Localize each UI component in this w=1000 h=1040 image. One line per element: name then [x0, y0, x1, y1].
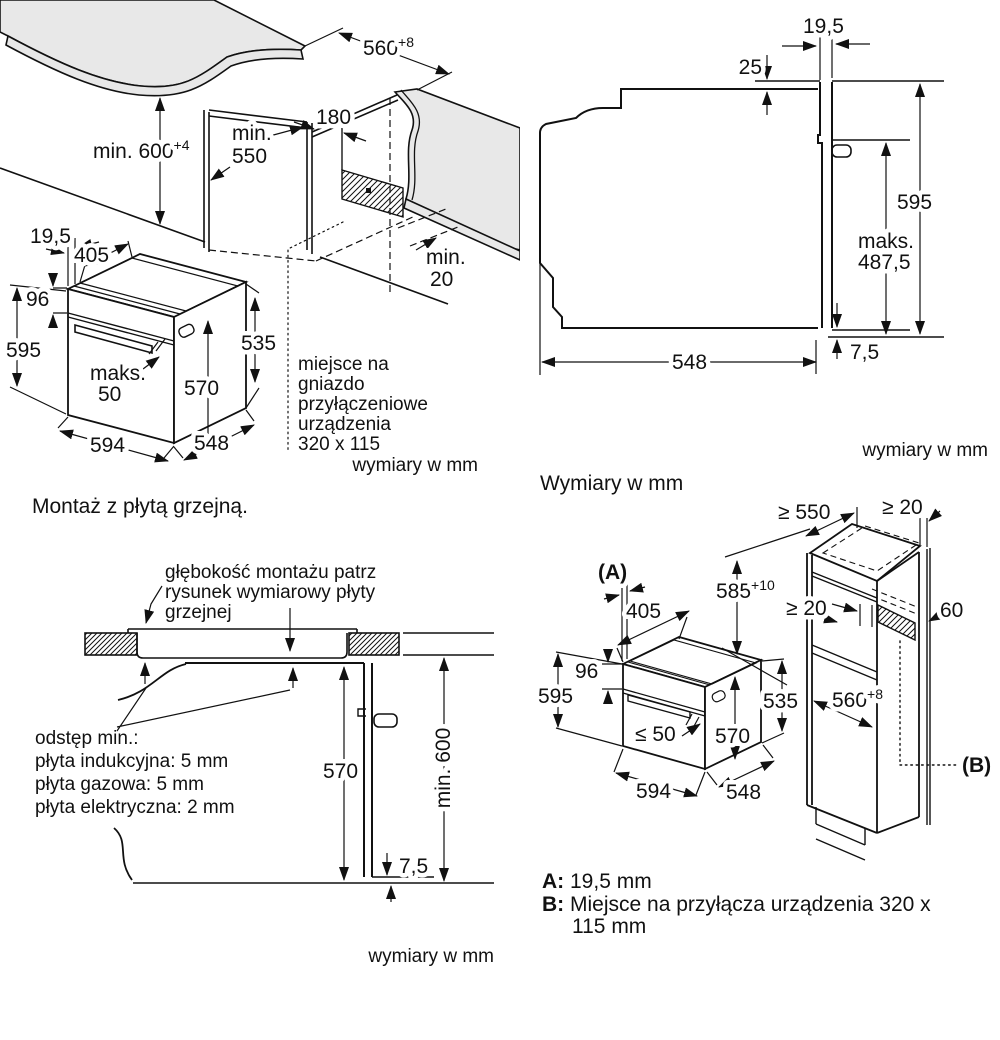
- dim-535-label: 535: [241, 332, 276, 355]
- b-leader-dotted: [899, 640, 959, 766]
- legend-a-value: 19,5 mm: [570, 870, 652, 893]
- dim-min20-label-1: min.: [426, 246, 466, 269]
- ref-a-label: (A): [598, 561, 627, 584]
- dim-60-label: 60: [940, 599, 963, 622]
- dim-maks-label-2: 487,5: [858, 251, 911, 274]
- gap-note: odstęp min.: płyta indukcyjna: 5 mm płyt…: [35, 728, 235, 818]
- ref-b-label: (B): [962, 754, 991, 777]
- dim-405-label: 405: [74, 244, 109, 267]
- dimension-lines: [9, 27, 453, 463]
- callout-text: głębokość montażu patrz rysunek wymiarow…: [165, 562, 376, 623]
- connection-space-hatch: [871, 588, 918, 642]
- legend-b-value-2: 115 mm: [572, 915, 646, 938]
- gap-line-1: odstęp min.:: [35, 728, 139, 749]
- hob-counter: [84, 628, 494, 659]
- dim-min550-label-1: min.: [232, 122, 272, 145]
- dim-le50-label: ≤ 50: [635, 723, 676, 746]
- leaders-and-dims: [116, 585, 449, 902]
- oven-isometric: [65, 253, 249, 445]
- diagram-hob-section: Montaż z płytą grzejną. głębokość montaż…: [32, 495, 494, 967]
- connection-note: miejsce na gniazdo przyłączeniowe urządz…: [298, 354, 428, 455]
- dim-548-label: 548: [672, 351, 707, 374]
- dim-570-label: 570: [323, 760, 358, 783]
- dim-405-label: 405: [626, 600, 661, 623]
- gap-line-4: płyta elektryczna: 2 mm: [35, 797, 235, 818]
- dim-ge20-top-label: ≥ 20: [882, 496, 923, 519]
- reference-lines: [755, 80, 944, 338]
- dim-548-label: 548: [194, 432, 229, 455]
- dim-548-label: 548: [726, 781, 761, 804]
- counter-left: [0, 0, 307, 97]
- dim-maks-label-1: maks.: [858, 230, 914, 253]
- dimension-lines: [539, 20, 925, 375]
- dim-ge550-label: ≥ 550: [778, 501, 830, 524]
- section-heading: Montaż z płytą grzejną.: [32, 495, 248, 518]
- dimension-lines: [553, 507, 945, 798]
- diagram-niche-isometric: 560+8 min. 600+4 min. 550 180 min. 20 19…: [0, 0, 520, 476]
- dim-19-5-label: 19,5: [803, 15, 844, 38]
- note-line-2: gniazdo: [298, 374, 365, 395]
- connection-space-hatch: [341, 128, 404, 218]
- note-line-3: przyłączeniowe: [298, 394, 428, 415]
- dim-min600-label: min. 600: [432, 728, 455, 809]
- dim-min550-label-2: 550: [232, 145, 267, 168]
- dim-560-label: 560+8: [363, 34, 414, 60]
- note-line-1: miejsce na: [298, 354, 389, 375]
- dim-570-label: 570: [184, 377, 219, 400]
- gap-line-2: płyta indukcyjna: 5 mm: [35, 751, 228, 772]
- legend-a-key: A:: [542, 870, 564, 893]
- dim-595-label: 595: [6, 339, 41, 362]
- callout-line-2: rysunek wymiarowy płyty: [165, 582, 376, 603]
- dim-595-label: 595: [897, 191, 932, 214]
- oven-under-hob: [113, 662, 494, 884]
- callout-line-3: grzejnej: [165, 602, 232, 623]
- dim-585-label: 585+10: [716, 577, 775, 603]
- legend-b-key: B:: [542, 893, 564, 916]
- diagram-column-isometric: Wymiary w mm: [534, 472, 996, 938]
- note-line-5: 320 x 115: [298, 434, 380, 455]
- niche-outline: [0, 94, 449, 305]
- dim-594-label: 594: [636, 780, 671, 803]
- dim-180-label: 180: [316, 106, 351, 129]
- oven-profile: [539, 82, 852, 329]
- dim-25-label: 25: [739, 56, 762, 79]
- dim-570-label: 570: [715, 725, 750, 748]
- dim-594-label: 594: [90, 434, 125, 457]
- dim-19-5-label: 19,5: [30, 225, 71, 248]
- units-note: wymiary w mm: [861, 440, 988, 461]
- dim-96-label: 96: [26, 288, 49, 311]
- units-note: wymiary w mm: [351, 455, 478, 476]
- note-line-4: urządzenia: [298, 414, 391, 435]
- dim-535-label: 535: [763, 690, 798, 713]
- dim-min20-label-2: 20: [430, 268, 453, 291]
- section-heading: Wymiary w mm: [540, 472, 683, 495]
- units-note: wymiary w mm: [367, 946, 494, 967]
- counter-right: [393, 88, 520, 261]
- diagram-side-section: 19,5 25 595 maks. 487,5 7,5 548 wymiary …: [539, 11, 988, 461]
- dim-560-label: 560+8: [832, 686, 883, 712]
- dim-7-5-label: 7,5: [399, 855, 428, 878]
- gap-line-3: płyta gazowa: 5 mm: [35, 774, 204, 795]
- dim-595-label: 595: [538, 685, 573, 708]
- dim-96-label: 96: [575, 660, 598, 683]
- callout-line-1: głębokość montażu patrz: [165, 562, 376, 583]
- dim-7-5-label: 7,5: [850, 341, 879, 364]
- dim-maks50-label-1: maks.: [90, 362, 146, 385]
- dim-ge20-inner-label: ≥ 20: [786, 597, 827, 620]
- dim-maks50-label-2: 50: [98, 383, 121, 406]
- dim-min600-label: min. 600+4: [93, 137, 190, 163]
- legend: A: 19,5 mm B: Miejsce na przyłącza urząd…: [542, 870, 931, 938]
- legend-b-value: Miejsce na przyłącza urządzenia 320 x: [570, 893, 931, 916]
- oven-isometric: [620, 636, 764, 771]
